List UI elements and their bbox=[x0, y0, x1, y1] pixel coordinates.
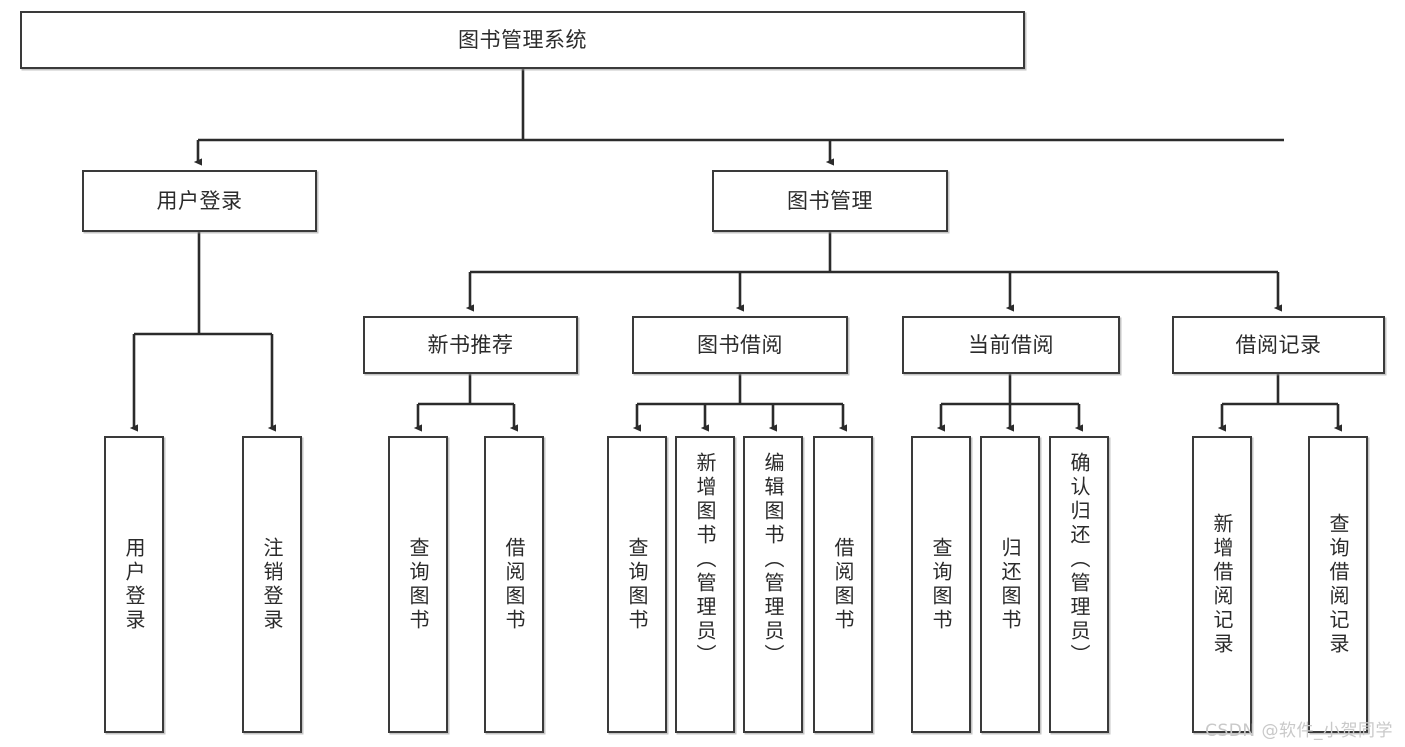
node-leaf-query-book-1[interactable]: 查询图书 bbox=[388, 436, 448, 733]
node-label: 图书管理系统 bbox=[458, 27, 587, 52]
node-user-login[interactable]: 用户登录 bbox=[82, 170, 317, 232]
node-new-book-recommend[interactable]: 新书推荐 bbox=[363, 316, 578, 374]
node-leaf-confirm-return[interactable]: 确认归还（管理员） bbox=[1049, 436, 1109, 733]
node-leaf-logout-login[interactable]: 注销登录 bbox=[242, 436, 302, 733]
node-label: 新书推荐 bbox=[427, 332, 514, 357]
node-label: 查询图书 bbox=[929, 536, 953, 633]
node-leaf-user-login[interactable]: 用户登录 bbox=[104, 436, 164, 733]
node-leaf-borrow-book-2[interactable]: 借阅图书 bbox=[813, 436, 873, 733]
node-leaf-edit-book[interactable]: 编辑图书（管理员） bbox=[743, 436, 803, 733]
node-leaf-add-record[interactable]: 新增借阅记录 bbox=[1192, 436, 1252, 733]
node-leaf-borrow-book-1[interactable]: 借阅图书 bbox=[484, 436, 544, 733]
watermark-text: CSDN @软件_小贺同学 bbox=[1205, 721, 1393, 741]
node-label: 借阅记录 bbox=[1235, 332, 1322, 357]
node-label: 查询借阅记录 bbox=[1326, 512, 1350, 657]
node-leaf-add-book[interactable]: 新增图书（管理员） bbox=[675, 436, 735, 733]
node-label: 查询图书 bbox=[625, 536, 649, 633]
node-leaf-query-book-3[interactable]: 查询图书 bbox=[911, 436, 971, 733]
node-label: 确认归还（管理员） bbox=[1067, 452, 1091, 668]
node-label: 用户登录 bbox=[122, 536, 146, 633]
node-leaf-query-book-2[interactable]: 查询图书 bbox=[607, 436, 667, 733]
node-borrow-record[interactable]: 借阅记录 bbox=[1172, 316, 1385, 374]
node-label: 当前借阅 bbox=[968, 332, 1054, 357]
node-label: 图书借阅 bbox=[697, 332, 783, 357]
node-label: 图书管理 bbox=[787, 188, 873, 213]
node-label: 用户登录 bbox=[156, 188, 243, 213]
node-root-system[interactable]: 图书管理系统 bbox=[20, 11, 1025, 69]
node-label: 借阅图书 bbox=[831, 536, 855, 633]
node-label: 新增借阅记录 bbox=[1210, 512, 1234, 657]
node-label: 注销登录 bbox=[260, 536, 284, 633]
node-current-borrow[interactable]: 当前借阅 bbox=[902, 316, 1120, 374]
node-label: 查询图书 bbox=[406, 536, 430, 633]
node-label: 归还图书 bbox=[998, 536, 1022, 633]
node-book-manage[interactable]: 图书管理 bbox=[712, 170, 948, 232]
node-label: 编辑图书（管理员） bbox=[761, 452, 785, 668]
node-label: 新增图书（管理员） bbox=[693, 452, 717, 668]
node-leaf-return-book[interactable]: 归还图书 bbox=[980, 436, 1040, 733]
node-leaf-query-record[interactable]: 查询借阅记录 bbox=[1308, 436, 1368, 733]
node-book-borrow[interactable]: 图书借阅 bbox=[632, 316, 848, 374]
node-label: 借阅图书 bbox=[502, 536, 526, 633]
